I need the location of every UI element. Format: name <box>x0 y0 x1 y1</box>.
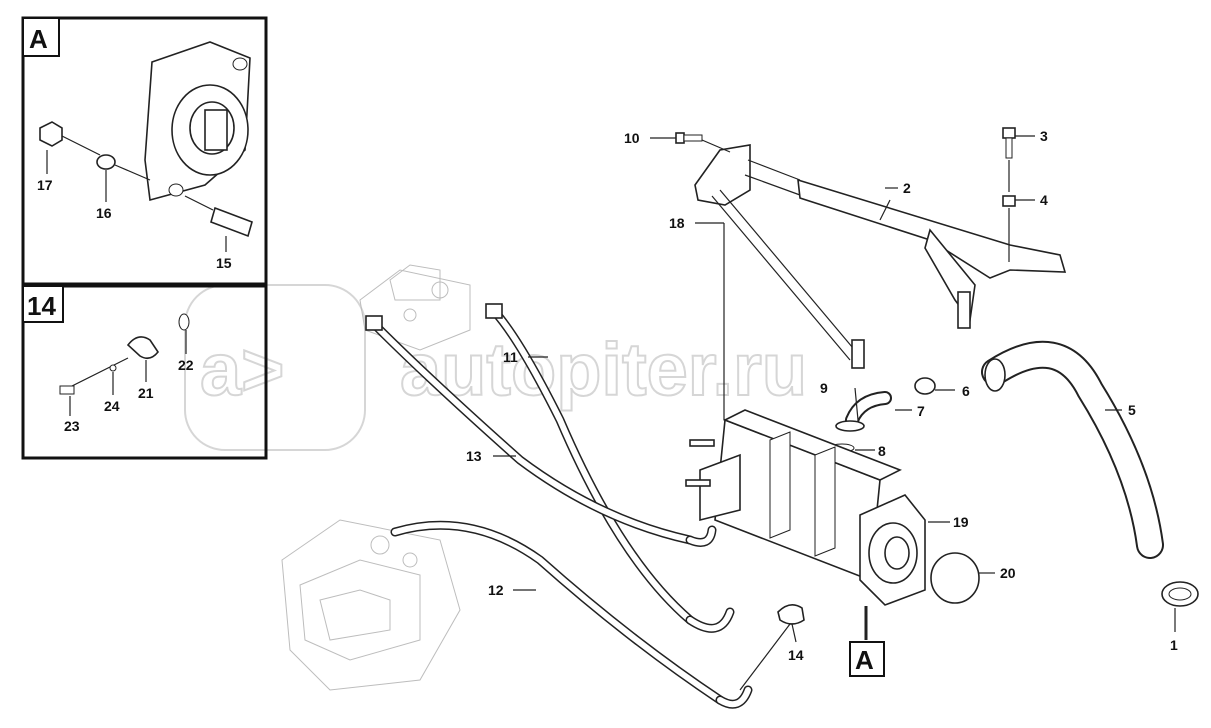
callout-22: 22 <box>178 357 194 373</box>
pump-stud-upper <box>689 439 715 447</box>
callout-13: 13 <box>466 448 482 464</box>
callout-9: 9 <box>820 380 828 396</box>
callout-12: 12 <box>488 582 504 598</box>
hose-12 <box>390 520 753 709</box>
clamp-14-main <box>777 604 805 625</box>
bracket-2-tab <box>957 291 971 329</box>
callout-10: 10 <box>624 130 640 146</box>
bracket-18-foot <box>851 339 865 369</box>
callout-20: 20 <box>1000 565 1016 581</box>
callout-5: 5 <box>1128 402 1136 418</box>
callout-1: 1 <box>1170 637 1178 653</box>
watermark-text: autopiter.ru <box>400 328 807 411</box>
cover-20 <box>930 552 980 604</box>
tandem-pump <box>685 409 980 606</box>
bracket-18-plate <box>694 144 751 206</box>
nut-4 <box>1002 195 1016 207</box>
shaft-spline <box>204 109 228 151</box>
callout-11: 11 <box>503 349 518 365</box>
detail-box-14-letter: 14 <box>27 291 56 321</box>
bracket-2-arm <box>797 178 1067 279</box>
stud-15 <box>210 206 253 238</box>
washer-24 <box>109 364 117 372</box>
view-a-letter: A <box>855 645 874 675</box>
callout-15: 15 <box>216 255 232 271</box>
callout-8: 8 <box>878 443 886 459</box>
watermark-logo: a> <box>200 328 284 411</box>
bolt-23 <box>59 385 75 395</box>
valve-block-lower <box>281 519 461 691</box>
nut-17 <box>39 121 63 147</box>
callout-6: 6 <box>962 383 970 399</box>
callout-17: 17 <box>37 177 53 193</box>
callout-14: 14 <box>788 647 804 663</box>
watermark: a> autopiter.ru <box>184 284 808 451</box>
callout-labels: 10 3 2 4 18 11 9 6 5 7 8 13 19 20 12 14 … <box>466 128 1178 663</box>
callout-4: 4 <box>1040 192 1048 208</box>
pump-shaft <box>884 536 910 570</box>
bolt-3 <box>1002 127 1016 139</box>
view-a-marker: A <box>849 606 885 677</box>
callout-18: 18 <box>669 215 685 231</box>
o-ring-22 <box>178 313 190 331</box>
hose-5 <box>981 340 1199 607</box>
support-bracket <box>694 144 1067 369</box>
washer-16 <box>96 154 116 170</box>
detail-box-14-tag <box>22 285 64 323</box>
callout-2: 2 <box>903 180 911 196</box>
callout-16: 16 <box>96 205 112 221</box>
leader-lines <box>493 135 1176 691</box>
callout-23: 23 <box>64 418 80 434</box>
detail-box-14: 14 22 21 23 24 <box>21 284 268 460</box>
callout-24: 24 <box>104 398 120 414</box>
hose-11 <box>485 303 735 633</box>
callout-3: 3 <box>1040 128 1048 144</box>
clamp-6 <box>914 377 936 395</box>
callout-7: 7 <box>917 403 925 419</box>
detail-box-a: A 17 16 15 <box>21 16 268 286</box>
valve-block-upper <box>359 264 471 351</box>
watermark-logo-frame <box>184 284 366 451</box>
bolt-10 <box>675 132 685 144</box>
callout-21: 21 <box>138 385 154 401</box>
detail-box-a-letter: A <box>29 24 48 54</box>
pump-stud-lower <box>685 479 711 487</box>
clamp-21 <box>126 336 159 360</box>
hose-13 <box>365 315 717 547</box>
callout-19: 19 <box>953 514 969 530</box>
detail-box-a-tag <box>22 17 60 57</box>
